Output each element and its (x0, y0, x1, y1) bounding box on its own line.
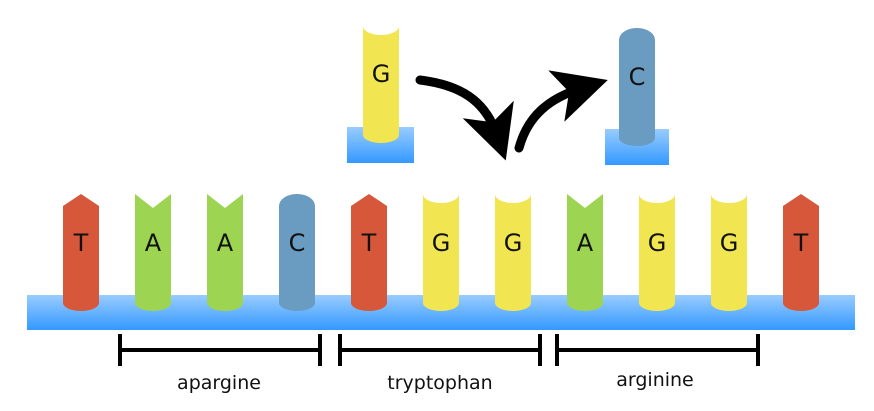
base-letter: G (504, 229, 523, 257)
base-letter: A (577, 229, 594, 257)
nucleotide-G: G (711, 194, 747, 311)
codon-bracket-2 (338, 334, 542, 366)
codon-label-arginine: arginine (616, 369, 694, 391)
base-shape (351, 194, 387, 311)
nucleotide-A: A (207, 194, 243, 311)
base-shape (63, 194, 99, 311)
nucleotide-G: G (639, 194, 675, 311)
arrow-in-icon (415, 75, 514, 161)
base-shape (423, 194, 459, 311)
base-shape (639, 194, 675, 311)
base-letter: C (289, 229, 306, 257)
base-shape (207, 194, 243, 311)
incoming-nucleotide: G (347, 26, 414, 163)
outgoing-base-shape (619, 28, 655, 146)
outgoing-letter: C (629, 63, 646, 91)
base-letter: G (648, 229, 667, 257)
base-shape (783, 194, 819, 311)
base-letter: G (432, 229, 451, 257)
nucleotide-A: A (567, 194, 603, 311)
nucleotide-C: C (279, 194, 315, 311)
codon-bracket-3 (555, 334, 760, 366)
codon-label-apargine: apargine (177, 372, 261, 394)
incoming-letter: G (372, 60, 391, 88)
nucleotide-T: T (63, 194, 99, 311)
codon-bracket-1 (118, 334, 322, 366)
base-letter: T (73, 229, 89, 257)
base-letter: T (361, 229, 377, 257)
incoming-base-shape (363, 26, 399, 143)
base-shape (135, 194, 171, 311)
base-shape (279, 194, 315, 311)
nucleotide-G: G (423, 194, 459, 311)
codon-label-tryptophan: tryptophan (387, 372, 492, 394)
base-shape (495, 194, 531, 311)
base-letter: G (720, 229, 739, 257)
base-shape (711, 194, 747, 311)
nucleotide-T: T (351, 194, 387, 311)
nucleotide-A: A (135, 194, 171, 311)
nucleotide-T: T (783, 194, 819, 311)
arrow-out-icon (514, 70, 608, 153)
outgoing-nucleotide: C (605, 28, 669, 165)
base-letter: A (145, 229, 162, 257)
base-letter: A (217, 229, 234, 257)
base-shape (567, 194, 603, 311)
nucleotide-G: G (495, 194, 531, 311)
base-letter: T (793, 229, 809, 257)
